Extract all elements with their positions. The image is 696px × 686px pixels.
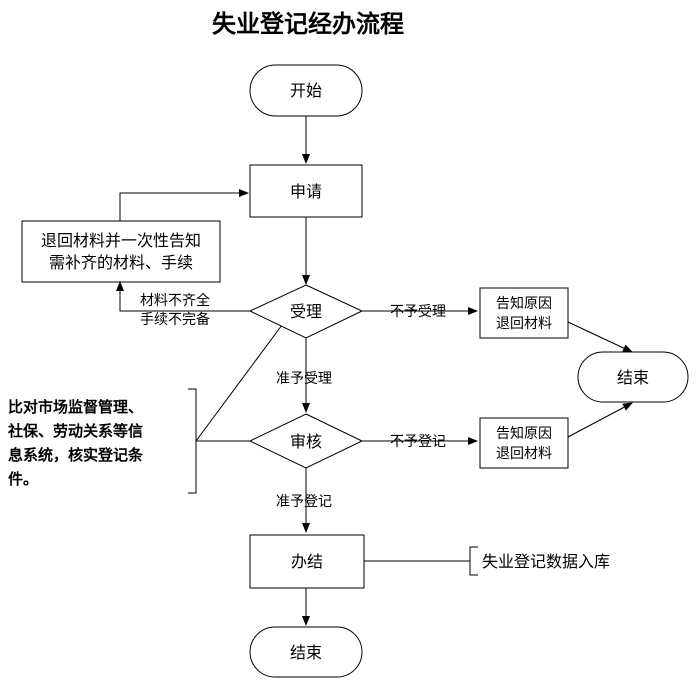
- svg-text:材料不齐全: 材料不齐全: [140, 292, 210, 309]
- edge-label-registered: 准予登记: [276, 494, 332, 510]
- review-decision: 审核: [248, 413, 364, 469]
- svg-text:申请: 申请: [290, 182, 322, 201]
- reject-accept-node: 告知原因 退回材料: [479, 287, 569, 339]
- edge-note-accept: [195, 324, 283, 442]
- edge-label-not-registered: 不予登记: [390, 434, 446, 450]
- svg-text:退回材料: 退回材料: [496, 446, 552, 462]
- svg-text:审核: 审核: [290, 432, 322, 451]
- svg-text:告知原因: 告知原因: [496, 295, 552, 312]
- accept-decision: 受理: [248, 284, 364, 339]
- diagram-title: 失业登记经办流程: [212, 9, 404, 38]
- svg-text:件。: 件。: [8, 470, 38, 488]
- db-entry-label: 失业登记数据入库: [482, 552, 610, 571]
- note-bracket: [188, 388, 197, 494]
- compare-note: 比对市场监督管理、 社保、劳动关系等信 息系统，核实登记条 件。: [7, 398, 144, 488]
- edge-return-apply: [119, 189, 249, 221]
- svg-text:需补齐的材料、手续: 需补齐的材料、手续: [49, 253, 193, 272]
- svg-text:退回材料: 退回材料: [496, 316, 552, 332]
- start-node: 开始: [249, 64, 363, 117]
- apply-node: 申请: [249, 164, 363, 218]
- edge-label-accepted: 准予受理: [276, 371, 332, 387]
- svg-text:结束: 结束: [617, 368, 649, 387]
- complete-node: 办结: [249, 534, 365, 589]
- db-bracket: [469, 546, 478, 576]
- svg-text:办结: 办结: [291, 552, 323, 571]
- svg-text:比对市场监督管理、: 比对市场监督管理、: [8, 398, 143, 416]
- edge-label-incomplete: 材料不齐全 手续不完备: [140, 292, 210, 328]
- svg-text:手续不完备: 手续不完备: [140, 311, 210, 328]
- edge-reject2-end: [567, 402, 633, 438]
- svg-text:开始: 开始: [290, 81, 322, 100]
- edge-label-not-accepted: 不予受理: [390, 304, 446, 320]
- svg-text:受理: 受理: [290, 302, 322, 321]
- svg-text:退回材料并一次性告知: 退回材料并一次性告知: [41, 231, 201, 250]
- svg-text:结束: 结束: [290, 643, 322, 662]
- end-bottom-node: 结束: [249, 626, 363, 678]
- edge-accept-return: [116, 281, 250, 312]
- svg-text:息系统，核实登记条: 息系统，核实登记条: [8, 446, 144, 464]
- return-notice-node: 退回材料并一次性告知 需补齐的材料、手续: [21, 220, 221, 283]
- end-right-node: 结束: [577, 351, 689, 403]
- svg-text:社保、劳动关系等信: 社保、劳动关系等信: [7, 422, 143, 440]
- svg-text:告知原因: 告知原因: [496, 425, 552, 442]
- edge-reject1-end: [567, 321, 633, 353]
- reject-review-node: 告知原因 退回材料: [479, 417, 569, 469]
